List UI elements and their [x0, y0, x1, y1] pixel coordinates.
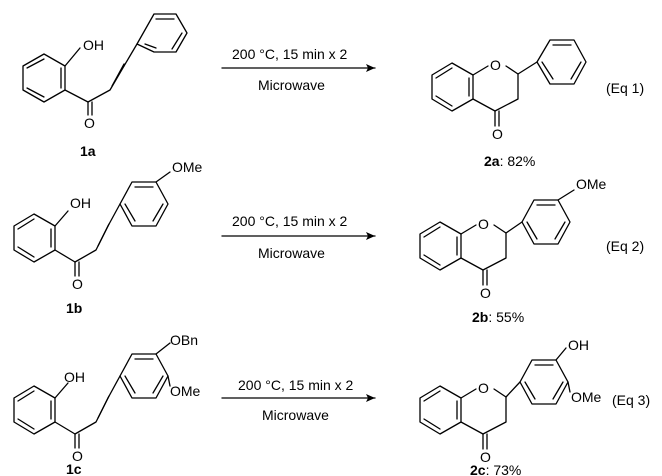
- r2-reactant-ome-label: OMe: [172, 159, 203, 175]
- r1-arrow-head: [366, 64, 375, 72]
- reactant-1c-structure: [13, 342, 171, 449]
- compound-label-1b: 1b: [66, 300, 82, 316]
- r3-product-ome-label: OMe: [571, 389, 602, 405]
- r2-product-o-label: O: [480, 285, 491, 301]
- r3-product-ring-o-label: O: [478, 380, 489, 396]
- product-2b-structure: [419, 189, 575, 286]
- r2-reactant-oh-label: OH: [70, 195, 91, 211]
- svg-text:2b: 55%: 2b: 55%: [472, 309, 524, 325]
- r3-product-oh-label: OH: [568, 337, 589, 353]
- r3-reactant-oh-label: OH: [64, 369, 85, 385]
- r3-reactant-o-label: O: [72, 448, 83, 464]
- compound-label-2c: 2c: [470, 462, 486, 476]
- r3-product-o-label: O: [480, 449, 491, 465]
- r1-reactant-o-label: O: [84, 115, 95, 131]
- r2-product-ome-label: OMe: [576, 176, 607, 192]
- reaction-2: OH O OMe 1b 200 °C, 15 min x 2 Microwave…: [13, 159, 644, 325]
- reaction-3: OH O OBn OMe 1c 200 °C, 15 min x 2 Micro…: [13, 332, 650, 476]
- r3-arrow-head: [366, 394, 375, 402]
- reaction-1: OH O 1a 200 °C, 15 min x 2 Microwave O O…: [22, 13, 644, 169]
- r2-arrow-head: [366, 232, 375, 240]
- yield-2a: : 82%: [500, 153, 536, 169]
- svg-text:2c: 73%: 2c: 73%: [470, 462, 521, 476]
- reactant-1b-structure: [13, 171, 171, 277]
- r3-condition-temperature-time: 200 °C, 15 min x 2: [238, 377, 354, 393]
- r2-product-ring-o-label: O: [478, 216, 489, 232]
- r1-condition-microwave: Microwave: [258, 77, 325, 93]
- reactant-1a-structure: [22, 13, 188, 116]
- product-2c-structure: [419, 347, 571, 450]
- r2-condition-temperature-time: 200 °C, 15 min x 2: [232, 213, 348, 229]
- r1-product-ring-o-label: O: [490, 57, 501, 73]
- r3-reactant-ome-label: OMe: [170, 383, 201, 399]
- r1-reactant-oh-label: OH: [83, 37, 104, 53]
- compound-label-1c: 1c: [66, 461, 82, 476]
- equation-label-1: (Eq 1): [606, 80, 644, 96]
- product-2a-structure: [431, 39, 587, 127]
- r3-reactant-obn-label: OBn: [170, 332, 198, 348]
- yield-2c: : 73%: [486, 462, 522, 476]
- compound-label-2b: 2b: [472, 309, 488, 325]
- equation-label-2: (Eq 2): [606, 238, 644, 254]
- r2-reactant-o-label: O: [72, 276, 83, 292]
- r1-product-o-label: O: [492, 126, 503, 142]
- r1-condition-temperature-time: 200 °C, 15 min x 2: [232, 46, 348, 62]
- r3-condition-microwave: Microwave: [262, 407, 329, 423]
- svg-text:2a: 82%: 2a: 82%: [484, 153, 535, 169]
- r2-condition-microwave: Microwave: [258, 245, 325, 261]
- compound-label-2a: 2a: [484, 153, 500, 169]
- yield-2b: : 55%: [488, 309, 524, 325]
- compound-label-1a: 1a: [80, 143, 96, 159]
- equation-label-3: (Eq 3): [612, 392, 650, 408]
